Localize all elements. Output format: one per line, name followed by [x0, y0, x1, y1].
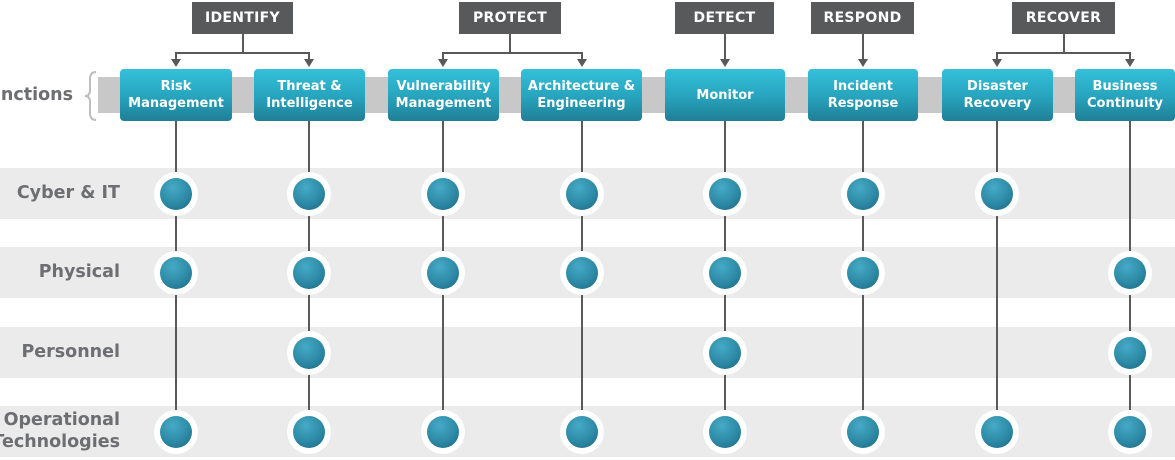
function-label-line2: Engineering — [537, 96, 626, 111]
applies-dot-icon — [1108, 330, 1152, 375]
applies-dot-icon — [703, 409, 747, 454]
function-arch: Architecture & Engineering — [521, 69, 642, 121]
function-label-line1: Architecture & — [527, 79, 636, 94]
applies-dot-icon — [154, 250, 198, 295]
column-connector-line — [996, 121, 998, 453]
applies-dot-icon — [560, 250, 604, 295]
function-label-line2: Recovery — [963, 96, 1032, 111]
function-label-line2: Intelligence — [266, 96, 353, 111]
row-label-line1: Operational — [3, 410, 120, 430]
applies-dot-icon — [560, 171, 604, 216]
category-drop-line — [996, 52, 998, 60]
arrow-down-icon — [577, 59, 587, 67]
row-band — [0, 327, 1175, 378]
applies-dot-icon — [154, 409, 198, 454]
arrow-down-icon — [171, 59, 181, 67]
function-label-line1: Vulnerability — [396, 79, 491, 94]
applies-dot-icon — [560, 409, 604, 454]
function-label-line1: Business — [1092, 79, 1158, 94]
function-label-line2: Continuity — [1086, 96, 1164, 111]
category-stem-line — [509, 34, 511, 53]
category-protect: PROTECT — [459, 2, 561, 34]
category-respond: RESPOND — [811, 2, 914, 34]
row-label-line1: Personnel — [21, 342, 120, 362]
function-label-line2: Management — [128, 96, 224, 111]
applies-dot-icon — [841, 409, 885, 454]
function-monitor: Monitor — [665, 69, 785, 121]
arrow-down-icon — [1125, 59, 1135, 67]
functions-brace — [84, 71, 97, 121]
category-branch-line — [443, 52, 582, 54]
applies-dot-icon — [703, 330, 747, 375]
applies-dot-icon — [287, 171, 331, 216]
category-stem-line — [724, 34, 726, 59]
applies-dot-icon — [703, 171, 747, 216]
arrow-down-icon — [304, 59, 314, 67]
arrow-down-icon — [438, 59, 448, 67]
function-label-line1: Monitor — [696, 87, 754, 103]
row-label-line1: Cyber & IT — [16, 183, 120, 203]
category-identify: IDENTIFY — [192, 2, 293, 34]
arrow-down-icon — [858, 59, 868, 67]
row-label: Physical — [0, 261, 120, 283]
functions-label: Functions — [0, 85, 73, 105]
category-stem-line — [1063, 34, 1065, 53]
applies-dot-icon — [287, 409, 331, 454]
category-stem-line — [242, 34, 244, 53]
category-drop-line — [1129, 52, 1131, 60]
function-label-line2: Response — [827, 96, 899, 111]
applies-dot-icon — [154, 171, 198, 216]
category-recover: RECOVER — [1012, 2, 1115, 34]
function-label-line1: Disaster — [967, 79, 1028, 94]
applies-dot-icon — [841, 250, 885, 295]
applies-dot-icon — [1108, 409, 1152, 454]
category-branch-line — [176, 52, 309, 54]
row-label: Personnel — [0, 341, 120, 363]
category-drop-line — [308, 52, 310, 60]
applies-dot-icon — [287, 250, 331, 295]
applies-dot-icon — [421, 409, 465, 454]
category-drop-line — [442, 52, 444, 60]
applies-dot-icon — [287, 330, 331, 375]
category-detect: DETECT — [675, 2, 774, 34]
applies-dot-icon — [421, 250, 465, 295]
function-threat: Threat & Intelligence — [254, 69, 365, 121]
category-drop-line — [175, 52, 177, 60]
arrow-down-icon — [992, 59, 1002, 67]
applies-dot-icon — [703, 250, 747, 295]
applies-dot-icon — [841, 171, 885, 216]
category-drop-line — [581, 52, 583, 60]
arrow-down-icon — [720, 59, 730, 67]
category-stem-line — [862, 34, 864, 59]
applies-dot-icon — [421, 171, 465, 216]
function-label-line1: Risk — [160, 79, 192, 94]
row-label-line1: Physical — [38, 262, 120, 282]
function-label-line1: Threat & — [277, 79, 342, 94]
applies-dot-icon — [1108, 250, 1152, 295]
category-branch-line — [997, 52, 1130, 54]
row-label-line2: Technologies — [0, 432, 120, 452]
applies-dot-icon — [975, 409, 1019, 454]
row-label: Cyber & IT — [0, 182, 120, 204]
function-label-line2: Management — [395, 96, 492, 111]
applies-dot-icon — [975, 171, 1019, 216]
function-label-line1: Incident — [833, 79, 893, 94]
